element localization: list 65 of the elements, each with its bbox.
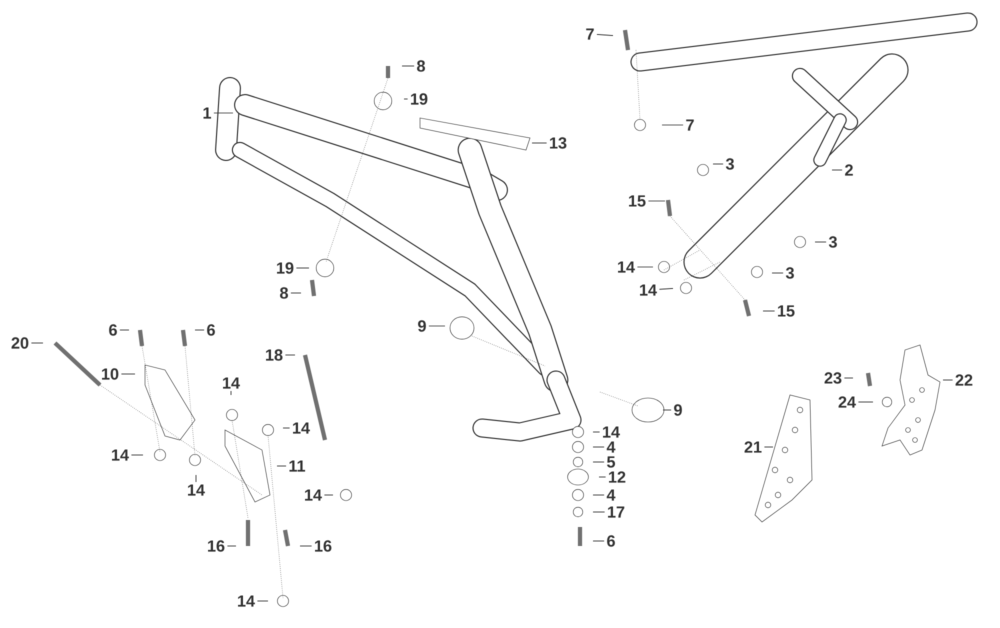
callout-number: 1 <box>204 107 212 119</box>
callout-number: 9 <box>674 404 682 416</box>
callout-number: 8 <box>280 287 288 299</box>
callout-number: 21 <box>744 441 762 453</box>
callout-number: 15 <box>778 305 795 317</box>
callout-number: 7 <box>586 28 594 40</box>
leader-line <box>764 446 774 448</box>
leader-line <box>592 540 605 542</box>
leader-line <box>290 292 302 294</box>
callout-number: 11 <box>289 460 306 472</box>
callout-number: 14 <box>305 489 322 501</box>
callout-number: 6 <box>109 324 117 336</box>
leader-line <box>762 310 776 312</box>
callout-number: 23 <box>824 372 842 384</box>
callout-number: 3 <box>828 236 837 248</box>
callout-number: 19 <box>277 262 294 274</box>
callout-number: 15 <box>629 195 646 207</box>
leader-line <box>596 34 614 36</box>
leader-line <box>592 446 605 448</box>
callout-number: 14 <box>603 426 620 438</box>
callout-number: 4 <box>606 489 616 501</box>
callout-number: 8 <box>417 60 425 72</box>
callout-number: 14 <box>293 422 310 434</box>
callout-number: 22 <box>956 374 972 386</box>
callout-number: 19 <box>411 93 428 105</box>
callout-number: 6 <box>607 535 615 547</box>
leader-line <box>256 600 268 602</box>
callout-number: 3 <box>726 158 734 170</box>
callout-number: 20 <box>12 337 28 349</box>
leader-line <box>658 288 674 290</box>
callout-number: 13 <box>550 137 566 149</box>
callout-number: 14 <box>112 449 129 461</box>
callout-number: 3 <box>786 267 794 279</box>
callout-number: 16 <box>315 540 332 552</box>
callout-number: 6 <box>207 324 215 336</box>
leader-line <box>772 272 784 274</box>
leader-line <box>592 494 605 496</box>
callout-number: 14 <box>618 261 635 273</box>
leader-line <box>284 354 296 356</box>
callout-number: 14 <box>640 284 657 296</box>
callout-number: 2 <box>845 164 853 176</box>
leader-line <box>404 98 408 100</box>
leader-line <box>230 390 232 396</box>
callout-number: 4 <box>606 441 616 453</box>
leader-line <box>662 124 684 126</box>
callout-number: 14 <box>223 377 240 389</box>
leader-line <box>213 112 234 114</box>
callout-number: 17 <box>608 506 624 518</box>
callout-number: 14 <box>238 595 255 607</box>
callout-number: 12 <box>609 471 626 483</box>
callout-number: 7 <box>686 119 694 131</box>
callout-number: 14 <box>188 484 205 496</box>
callout-number: 9 <box>418 320 426 332</box>
callout-number: 18 <box>266 349 282 361</box>
callout-number: 5 <box>607 456 616 468</box>
leader-line <box>636 266 654 268</box>
callout-number: 16 <box>208 540 224 552</box>
leader-line <box>324 494 334 496</box>
leader-line <box>598 476 606 478</box>
callout-number: 24 <box>838 396 856 408</box>
leader-line <box>648 200 666 202</box>
leader-line <box>130 454 144 456</box>
leader-line <box>532 142 548 144</box>
leader-line <box>30 342 44 344</box>
callout-number: 10 <box>102 368 118 380</box>
